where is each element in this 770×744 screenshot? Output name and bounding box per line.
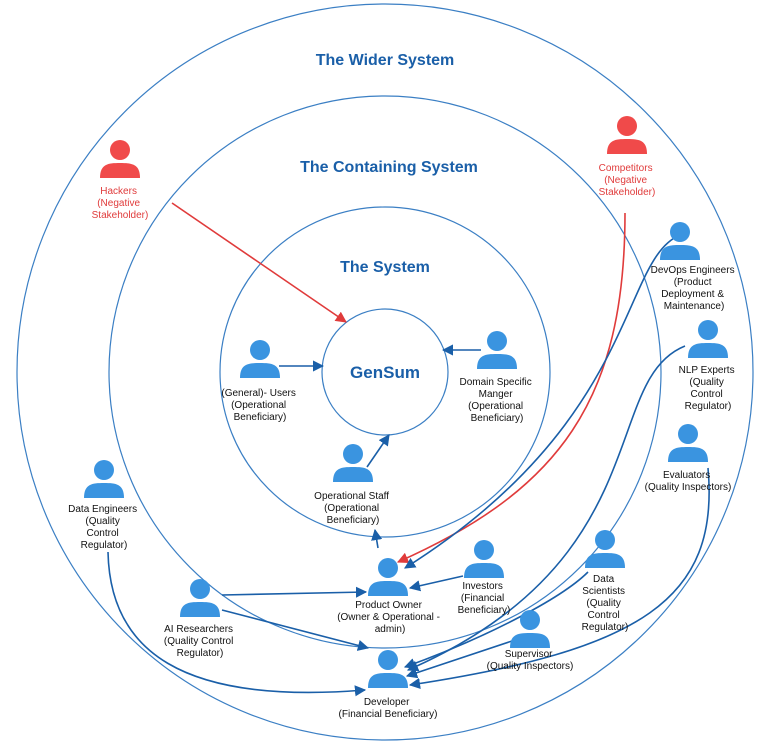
edge-dataeng-to-developer	[107, 551, 367, 697]
ring-the-system	[219, 206, 551, 538]
edge-owner-to-opstaff	[371, 528, 383, 549]
label-dataeng: Data Engineers (Quality Control Regulato…	[68, 504, 140, 551]
title-containing-system: The Containing System	[300, 159, 478, 176]
label-users: (General)- Users (Operational Beneficiar…	[221, 388, 298, 423]
label-ai: AI Researchers (Quality Control Regulato…	[164, 624, 236, 659]
label-evaluators: Evaluators (Quality Inspectors)	[645, 470, 732, 493]
ring-containing-system	[108, 95, 662, 649]
edge-ai-to-developer	[221, 609, 370, 651]
edge-investors-to-owner	[408, 575, 464, 592]
title-wider-system: The Wider System	[316, 52, 455, 69]
gensum-label: GenSum	[350, 363, 420, 382]
label-nlp: NLP Experts (Quality Control Regulator)	[679, 365, 738, 412]
label-opstaff: Operational Staff (Operational Beneficia…	[314, 491, 392, 526]
person-icon-devops	[660, 222, 700, 260]
person-icon-investors	[464, 540, 504, 578]
edge-nlp-to-developer	[406, 345, 686, 672]
person-icon-dataeng	[84, 460, 124, 498]
person-icon-users	[240, 340, 280, 378]
label-datasci: Data Scientists (Quality Control Regulat…	[582, 574, 629, 633]
person-icon-domain	[477, 331, 517, 369]
label-hackers: Hackers (Negative Stakeholder)	[92, 186, 149, 221]
person-icon-evaluators	[668, 424, 708, 462]
edge-hackers-to-gensum	[171, 202, 347, 323]
person-icon-owner	[368, 558, 408, 596]
people	[84, 116, 728, 688]
title-the-system: The System	[340, 259, 430, 276]
label-developer: Developer (Financial Beneficiary)	[339, 697, 438, 720]
edge-devops-to-owner	[404, 234, 681, 569]
person-icon-competitors	[607, 116, 647, 154]
person-icon-opstaff	[333, 444, 373, 482]
person-icon-datasci	[585, 530, 625, 568]
edge-opstaff-to-gensum	[366, 434, 390, 468]
label-devops: DevOps Engineers (Product Deployment & M…	[651, 265, 738, 312]
edge-supervisor-to-developer	[405, 640, 513, 679]
edges	[107, 202, 710, 697]
edge-datasci-to-developer	[403, 571, 589, 669]
person-icon-developer	[368, 650, 408, 688]
label-owner: Product Owner (Owner & Operational - adm…	[337, 600, 443, 635]
person-icon-supervisor	[510, 610, 550, 648]
label-competitors: Competitors (Negative Stakeholder)	[599, 163, 656, 198]
label-supervisor: Supervisor (Quality Inspectors)	[487, 649, 574, 672]
labels: Hackers (Negative Stakeholder) Competito…	[68, 163, 738, 720]
label-investors: Investors (Financial Beneficiary)	[458, 581, 511, 616]
person-icon-hackers	[100, 140, 140, 178]
label-domain: Domain Specific Manger (Operational Bene…	[459, 377, 534, 424]
person-icon-ai	[180, 579, 220, 617]
person-icon-nlp	[688, 320, 728, 358]
edge-ai-to-owner	[221, 586, 368, 598]
edge-evaluators-to-developer	[408, 467, 710, 690]
ring-wider-system	[16, 3, 754, 741]
